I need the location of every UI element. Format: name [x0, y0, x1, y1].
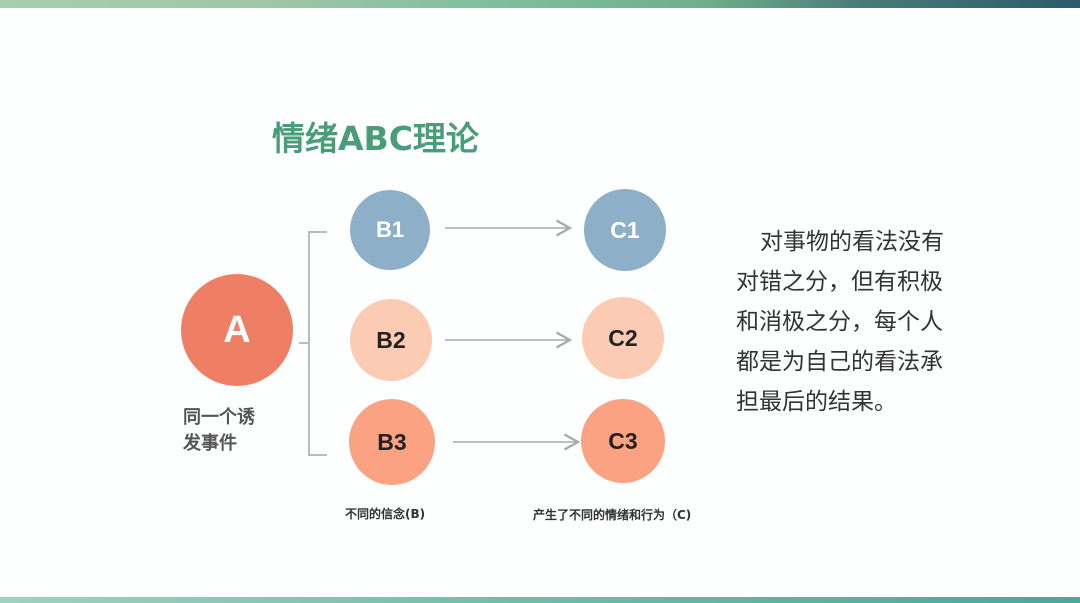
top-banner — [0, 0, 1080, 8]
node-b2: B2 — [350, 299, 432, 381]
node-a: A — [181, 274, 293, 386]
node-b1: B1 — [350, 190, 430, 270]
bracket — [299, 231, 327, 456]
consequences-label: 产生了不同的情绪和行为（C) — [533, 508, 692, 522]
node-c1: C1 — [584, 189, 666, 271]
beliefs-label: 不同的信念(B) — [345, 507, 426, 521]
node-c2: C2 — [582, 297, 664, 379]
event-label-line1: 同一个诱 — [183, 407, 255, 428]
event-label-line2: 发事件 — [183, 433, 237, 454]
node-b3: B3 — [349, 399, 435, 485]
bottom-banner — [0, 597, 1080, 603]
description-text: 对事物的看法没有对错之分，但有积极和消极之分，每个人都是为自己的看法承担最后的结… — [736, 229, 944, 415]
node-c3: C3 — [581, 399, 665, 483]
slide-title: 情绪ABC理论 — [272, 119, 479, 158]
